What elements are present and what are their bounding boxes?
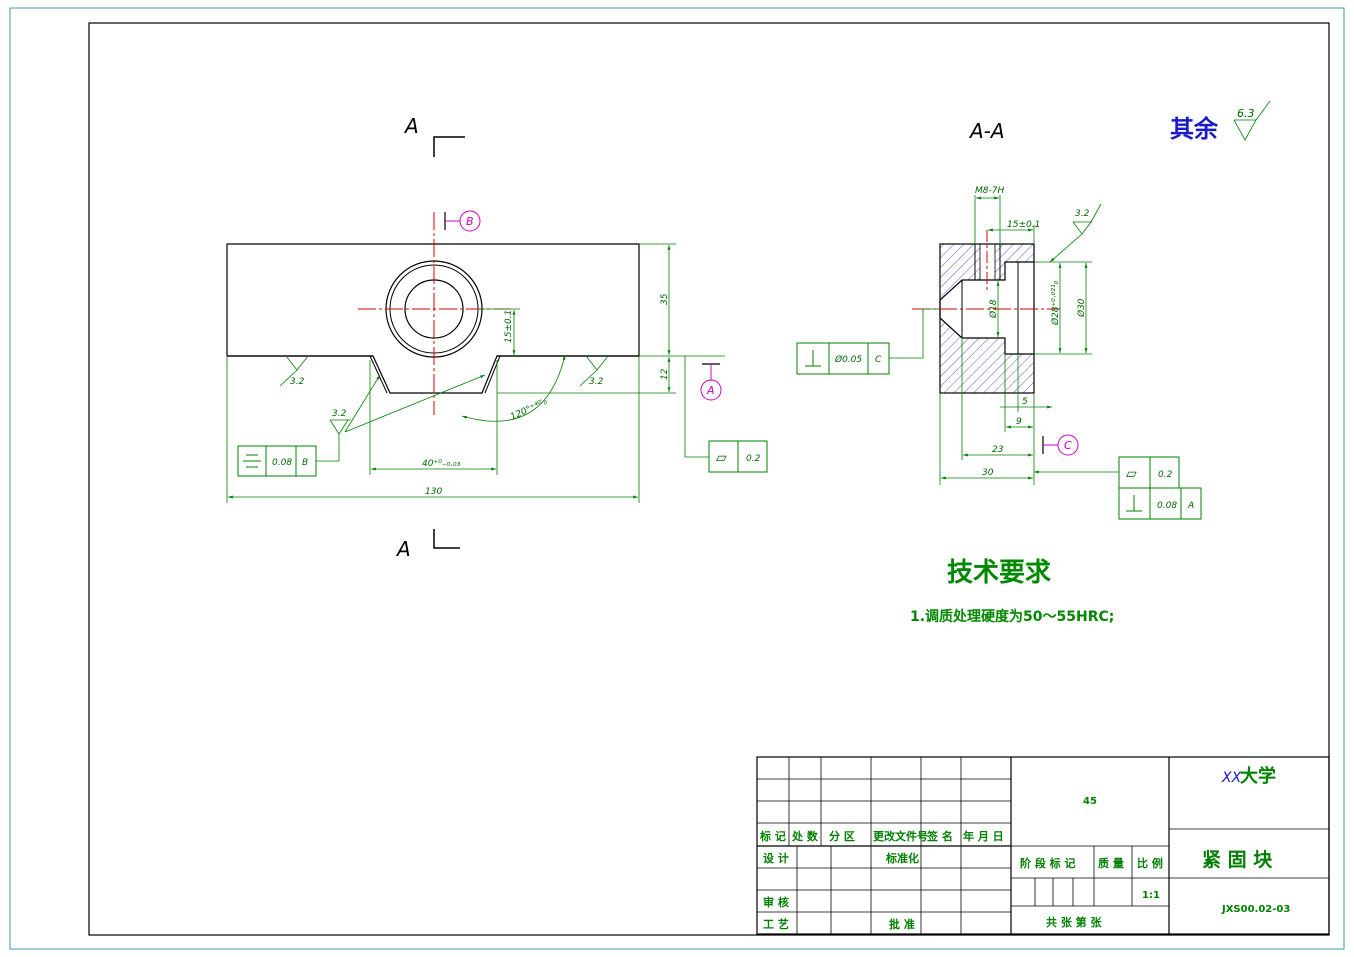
tb-ratio: 比 例	[1137, 856, 1163, 870]
rest-roughness: 其余 6.3	[1170, 100, 1271, 143]
tb-count: 处 数	[791, 829, 819, 843]
roughness-symbol-2: 3.2	[579, 355, 609, 387]
perp1-leader	[889, 308, 940, 359]
rest-roughness-tail	[1255, 100, 1271, 121]
perp1-value: Ø0.05	[834, 354, 862, 365]
sym-leader	[316, 434, 340, 462]
rest-roughness-label: 其余	[1170, 115, 1219, 143]
dim-15b-text: 15±0.1	[1007, 220, 1040, 230]
roughness-symbol-4: 3.2	[1049, 203, 1102, 263]
dim-130-text: 130	[425, 487, 442, 497]
roughness-symbol-1: 3.2	[279, 355, 309, 387]
par1-leader	[684, 356, 709, 458]
tb-zone: 分 区	[829, 829, 855, 843]
par1-symbol: ▱	[716, 450, 727, 466]
tb-stage: 阶 段 标 记	[1020, 856, 1076, 870]
tech-title: 技术要求	[947, 558, 1051, 588]
v-groove-inner-left	[369, 355, 388, 394]
tb-scale: 1:1	[1142, 890, 1160, 901]
svg-text:3.2: 3.2	[332, 409, 347, 419]
datum-c-label: C	[1064, 439, 1072, 452]
tb-sheets: 共 张 第 张	[1046, 915, 1102, 929]
hatch-top-left	[940, 244, 975, 300]
front-outline	[226, 243, 640, 394]
hatch-bottom-left	[940, 318, 1034, 393]
tb-date: 年 月 日	[963, 829, 1004, 843]
perp1-datum: C	[875, 355, 882, 365]
outer-border	[9, 7, 1345, 950]
datum-b-circle	[459, 210, 481, 232]
dim-dia18-text: Ø18	[988, 299, 999, 319]
tb-design: 设 计	[763, 851, 789, 865]
section-view: A-A M8-7H 15±0.1 3.2	[796, 119, 1202, 520]
dim-m8-text: M8-7H	[975, 186, 1004, 196]
datum-a-label: A	[706, 384, 715, 397]
tech-line-1: 1.调质处理硬度为50～55HRC;	[910, 608, 1114, 625]
sym-datum: B	[302, 458, 308, 468]
par2-symbol: ▱	[1126, 466, 1137, 482]
par2-value: 0.2	[1158, 470, 1173, 480]
r4-text: 3.2	[1075, 209, 1090, 219]
hatch-thread-r	[995, 244, 1000, 280]
tb-sign: 签 名	[926, 829, 953, 843]
tb-school-prefix: XX	[1221, 770, 1242, 786]
tb-process: 工 艺	[763, 917, 789, 931]
inner-border	[88, 22, 1330, 936]
rest-roughness-value: 6.3	[1237, 107, 1255, 120]
rest-roughness-symbol	[1233, 119, 1257, 141]
par1-value: 0.2	[746, 454, 761, 464]
front-view: A A B 35 12 15±0.1	[226, 114, 768, 561]
tb-mark: 标 记	[759, 829, 786, 843]
datum-b-label: B	[466, 215, 474, 228]
perp2-value: 0.08	[1157, 501, 1177, 511]
title-block-text: 标 记 处 数 分 区 更改文件号 签 名 年 月 日 设 计 标准化 审 核 …	[759, 765, 1290, 931]
datum-c-circle	[1057, 434, 1079, 456]
tb-approve: 批 准	[889, 917, 915, 931]
svg-text:3.2: 3.2	[290, 377, 305, 387]
sym-value: 0.08	[272, 458, 292, 468]
section-label-top: A	[403, 114, 419, 138]
tb-material: 45	[1083, 796, 1097, 807]
dim-35-text: 35	[660, 293, 670, 305]
dim-12-text: 12	[660, 368, 670, 380]
symmetry-symbol	[243, 454, 261, 468]
datum-a-circle	[700, 379, 722, 401]
dim-120-arc	[461, 354, 566, 422]
section-label-bottom: A	[395, 537, 411, 561]
dim-9-text: 9	[1016, 417, 1022, 427]
sym-frame	[237, 445, 317, 477]
dim-dia30-text: Ø30	[1076, 298, 1087, 318]
tb-review: 审 核	[763, 895, 789, 909]
roughness-symbol-3: 3.2	[329, 374, 486, 435]
tb-std: 标准化	[885, 851, 919, 865]
perp2-frame	[1118, 487, 1202, 520]
section-mark-top	[433, 136, 465, 157]
dim-120-text: 120°⁺⁴⁰′₀	[509, 397, 549, 423]
svg-text:3.2: 3.2	[589, 377, 604, 387]
section-mark-bottom	[433, 529, 460, 549]
perp1-frame	[796, 342, 890, 375]
dim-23-text: 23	[992, 445, 1004, 455]
perpendicular-symbol-1	[805, 350, 821, 367]
section-aa-title: A-A	[968, 119, 1005, 143]
tb-school: 大学	[1240, 765, 1276, 787]
tb-doc: 更改文件号	[873, 829, 928, 843]
perp2-datum: A	[1187, 501, 1194, 511]
v-groove-inner-right	[484, 355, 501, 394]
dim-dia28-text: Ø28⁺⁰·⁰²¹₀	[1050, 280, 1061, 326]
tb-mass: 质 量	[1098, 856, 1124, 870]
tb-drawing-no: JXS00.02-03	[1221, 904, 1290, 915]
perpendicular-symbol-2	[1126, 495, 1142, 512]
dim-40-text: 40⁺⁰₋₀.₀₃	[422, 459, 461, 469]
dim-15-text: 15±0.1	[504, 310, 514, 343]
hatch-thread	[975, 244, 980, 280]
dim-30-text: 30	[982, 468, 994, 478]
tb-part-name: 紧 固 块	[1202, 849, 1273, 871]
dim-5-text: 5	[1022, 397, 1028, 407]
title-block	[756, 756, 1330, 935]
